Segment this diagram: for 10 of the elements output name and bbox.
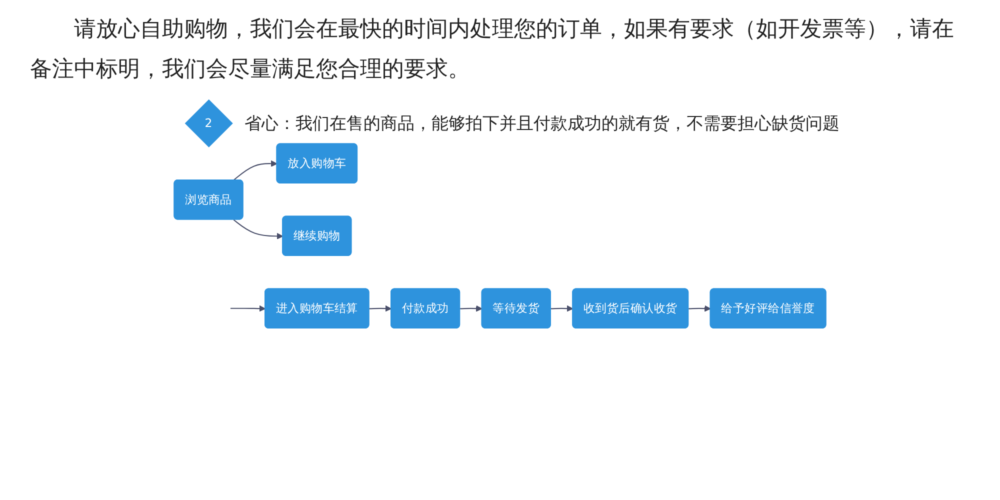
arrow — [369, 306, 392, 312]
arrow — [688, 306, 711, 312]
arrow — [550, 306, 574, 312]
node-diamond: 2 — [184, 100, 233, 148]
note-paragraph: 请放心自助购物，我们会在最快的时间内处理您的订单，如果有要求（如开发票等），请在备注中标明，我们会尽量满足您合理的要求。 — [30, 16, 955, 84]
arrow — [230, 306, 266, 312]
node-caption: 省心：我们在售的商品，能够拍下并且付款成功的就有货，不需要担心缺货问题 — [244, 113, 840, 136]
arrow — [233, 220, 284, 240]
arrow — [233, 160, 278, 181]
arrow — [460, 306, 482, 312]
